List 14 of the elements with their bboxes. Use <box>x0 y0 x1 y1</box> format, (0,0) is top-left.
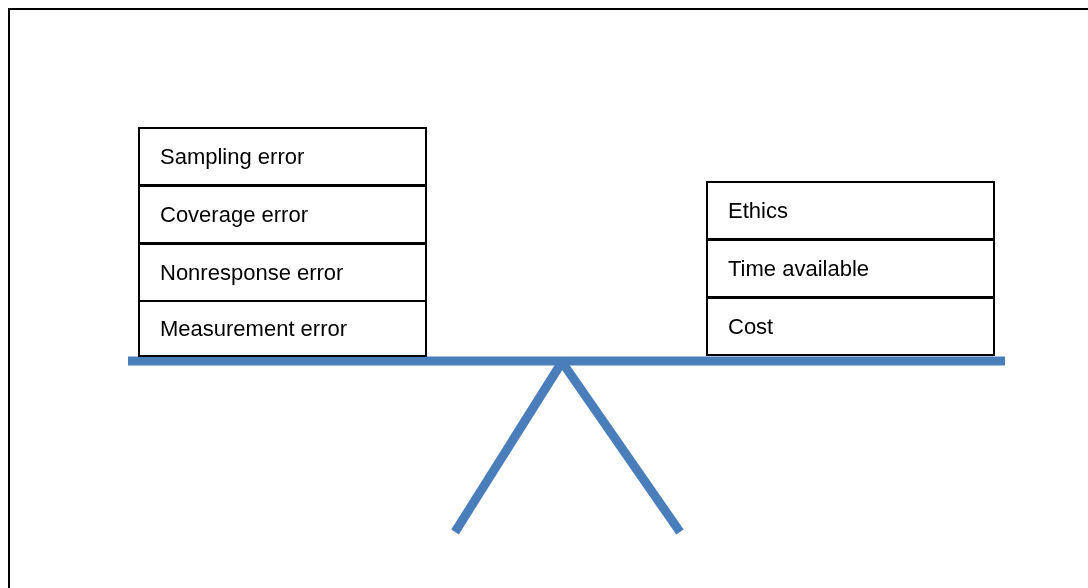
box-label: Coverage error <box>160 201 308 228</box>
box-label: Time available <box>728 255 870 282</box>
factor-box <box>138 127 427 186</box>
factor-box <box>138 300 427 357</box>
box-label: Nonresponse error <box>160 259 344 286</box>
box-label: Cost <box>728 313 774 340</box>
factor-box <box>138 243 427 302</box>
factor-box <box>706 181 995 240</box>
box-label: Measurement error <box>160 315 348 342</box>
factor-box <box>138 185 427 244</box>
box-label: Ethics <box>728 197 788 224</box>
box-label: Sampling error <box>160 143 305 170</box>
factor-box <box>706 297 995 356</box>
factor-box <box>706 239 995 298</box>
